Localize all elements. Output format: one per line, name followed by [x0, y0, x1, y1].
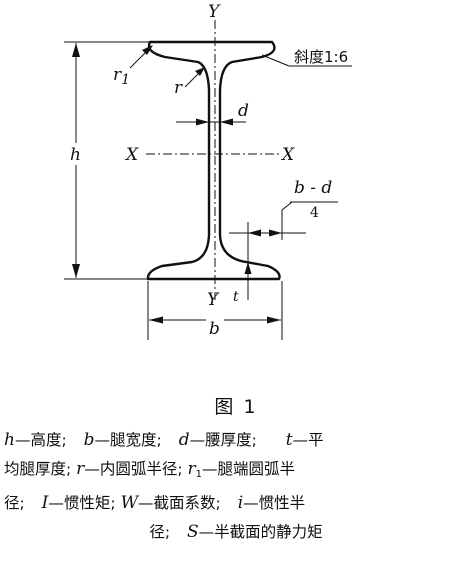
r1-arrow	[142, 45, 153, 55]
legend-text: —内圆弧半径;	[84, 460, 183, 478]
legend-symbol: r	[187, 459, 196, 479]
legend-symbol: I	[41, 493, 49, 513]
legend-text: —平	[292, 431, 324, 449]
h-label-bg	[66, 143, 86, 165]
legend-text: 径;	[149, 523, 171, 541]
legend-symbol: r	[76, 459, 85, 479]
legend-text: 径;	[4, 494, 25, 512]
legend-symbol: b	[83, 430, 95, 450]
legend-text: —惯性矩;	[48, 494, 116, 512]
slope-leader	[261, 54, 290, 67]
gauge-arrow-right	[269, 229, 282, 237]
figure-caption: 图 1	[214, 396, 258, 418]
gauge-numerator: b - d	[294, 178, 332, 198]
d-arrow-left	[196, 118, 209, 126]
r-label: r	[174, 78, 183, 98]
x-axis-right-label: X	[280, 145, 295, 165]
legend-text: —惯性半	[243, 494, 306, 512]
h-label: h	[70, 145, 81, 165]
y-axis-bottom-label: Y	[207, 290, 220, 310]
t-label: t	[233, 289, 239, 305]
h-arrow-bottom	[72, 264, 80, 278]
legend-symbol: h	[4, 430, 15, 450]
legend-text: —截面系数;	[138, 494, 221, 512]
d-label: d	[238, 101, 249, 121]
legend-text: —半截面的静力矩	[198, 523, 323, 541]
gauge-leader	[281, 201, 293, 211]
legend-line-4: 径; S—半截面的静力矩	[4, 518, 468, 547]
legend-subscript: 1	[195, 469, 202, 480]
i-beam-section-diagram: Y Y X X h d r1 r 斜度1:6 b - d 4 t b	[64, 2, 352, 340]
symbol-legend: h—高度; b—腿宽度; d—腰厚度; t—平 均腿厚度; r—内圆弧半径; r…	[4, 426, 468, 547]
gauge-arrow-left	[248, 229, 261, 237]
legend-symbol: W	[120, 493, 139, 513]
legend-text: —腿端圆弧半	[202, 460, 296, 478]
i-beam-outline	[146, 40, 281, 281]
legend-line-1: h—高度; b—腿宽度; d—腰厚度; t—平	[4, 426, 468, 455]
legend-line-2: 均腿厚度; r—内圆弧半径; r1—腿端圆弧半	[4, 455, 468, 489]
slope-label: 斜度1:6	[294, 48, 348, 66]
legend-text: 均腿厚度;	[4, 460, 72, 478]
legend-symbol: t	[285, 430, 293, 450]
b-arrow-right	[267, 316, 281, 324]
legend-text: —腿宽度;	[94, 431, 162, 449]
b-label: b	[209, 319, 220, 339]
legend-symbol: i	[237, 493, 244, 513]
b-label-bg	[206, 318, 224, 340]
t-arrow	[244, 262, 252, 274]
r1-label: r1	[113, 65, 130, 88]
y-axis-top-label: Y	[208, 2, 221, 22]
gauge-denominator: 4	[310, 205, 319, 221]
legend-symbol: d	[178, 430, 190, 450]
h-arrow-top	[72, 43, 80, 57]
x-axis-left-label: X	[124, 145, 139, 165]
legend-symbol: S	[187, 522, 199, 542]
legend-text: —腰厚度;	[189, 431, 257, 449]
b-arrow-left	[149, 316, 163, 324]
legend-line-3: 径; I—惯性矩; W—截面系数; i—惯性半	[4, 489, 468, 518]
r-arrow	[195, 67, 205, 76]
legend-text: —高度;	[14, 431, 67, 449]
d-arrow-right	[220, 118, 233, 126]
